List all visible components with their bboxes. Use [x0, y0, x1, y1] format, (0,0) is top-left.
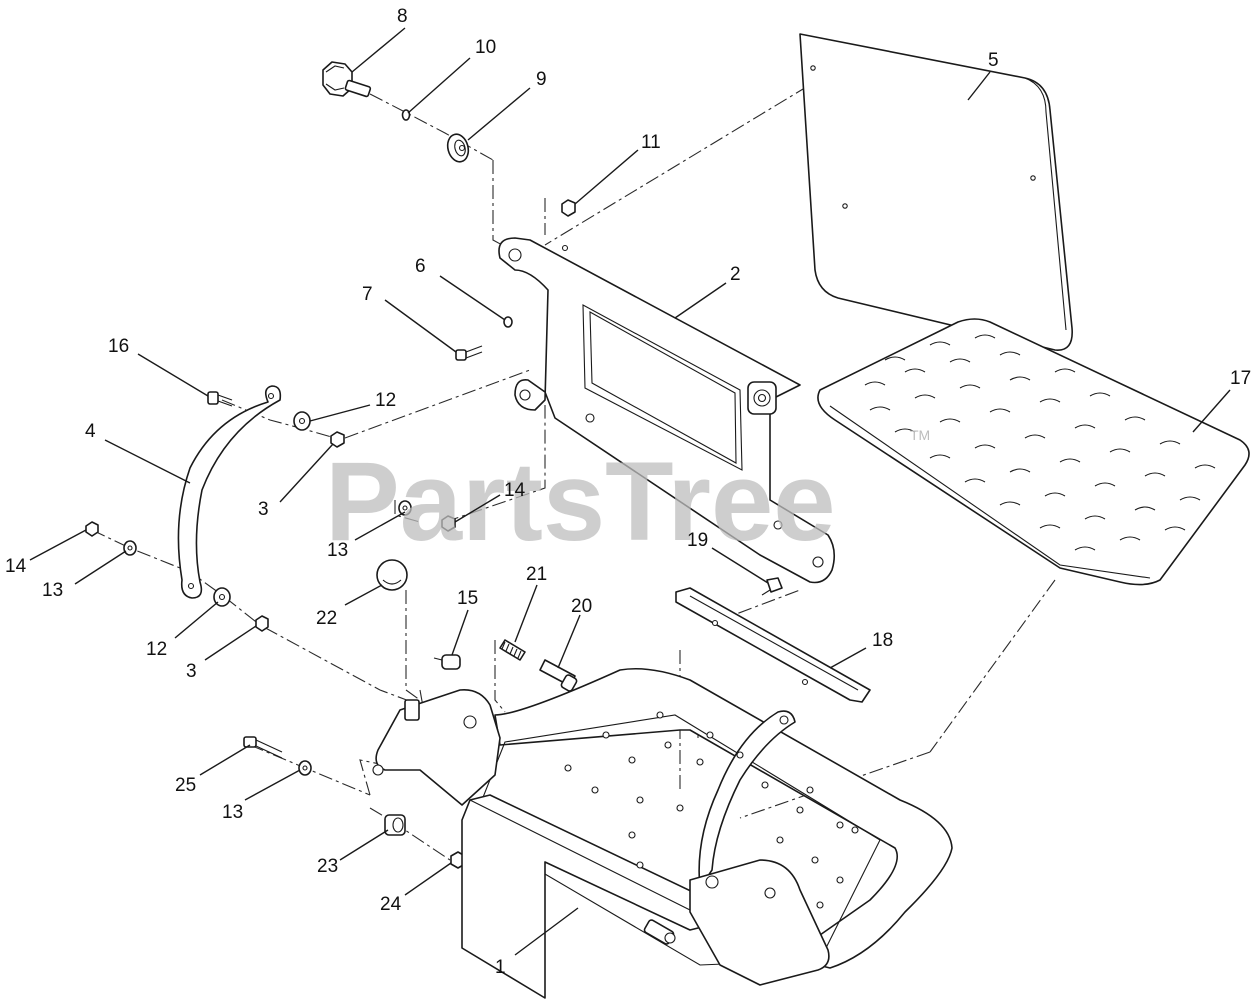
- callout-3-lower: 3: [186, 661, 197, 682]
- callout-13-lower: 13: [222, 802, 243, 823]
- callout-22: 22: [316, 608, 337, 629]
- callout-5: 5: [988, 50, 999, 71]
- callout-2: 2: [730, 264, 741, 285]
- bolt-19: [761, 577, 783, 596]
- hardware-washers-nuts: [85, 411, 456, 776]
- callout-19: 19: [687, 530, 708, 551]
- watermark-trademark: TM: [910, 427, 930, 443]
- leader-lines: [29, 27, 1231, 956]
- callout-25: 25: [175, 775, 196, 796]
- seat-frame: [372, 667, 953, 999]
- callout-4: 4: [85, 421, 96, 442]
- callout-13-middle: 13: [327, 540, 348, 561]
- ball-knob: [376, 559, 408, 591]
- callout-17: 17: [1230, 368, 1251, 389]
- callout-20: 20: [571, 596, 592, 617]
- callout-14-left: 14: [5, 556, 27, 577]
- bolt-25: [243, 736, 283, 759]
- callout-16: 16: [108, 336, 129, 357]
- callout-21: 21: [526, 564, 547, 585]
- callout-3-upper: 3: [258, 499, 269, 520]
- callout-numbers: 8 10 9 11 5 2 6 7 16 12 4 3 13 14 17 14 …: [5, 6, 1251, 978]
- callout-23: 23: [317, 856, 338, 877]
- watermark-text: PartsTree: [325, 439, 836, 564]
- callout-12-lower: 12: [146, 639, 167, 660]
- callout-15: 15: [457, 588, 478, 609]
- knob: [322, 61, 372, 98]
- latch-bracket: [675, 587, 871, 703]
- seat-pan-texture: [864, 334, 1216, 551]
- curved-strap: [177, 385, 282, 599]
- pin-20: [539, 659, 578, 692]
- callout-8: 8: [397, 6, 408, 27]
- seat-back-bracket: [498, 237, 836, 584]
- pin-15: [433, 654, 461, 670]
- bushing-washer: [446, 133, 470, 163]
- callout-11: 11: [641, 132, 661, 153]
- spring-21: [499, 639, 526, 661]
- knob-on-bracket: [747, 381, 777, 415]
- callout-24: 24: [380, 894, 402, 915]
- callout-6: 6: [415, 256, 426, 277]
- seat-back-cushion: [799, 33, 1073, 351]
- bolt-16: [207, 391, 233, 407]
- small-washer: [401, 109, 411, 121]
- callout-7: 7: [362, 284, 373, 305]
- lock-washer-6: [503, 316, 513, 328]
- callout-12-upper: 12: [375, 390, 396, 411]
- callout-10: 10: [475, 37, 496, 58]
- callout-1: 1: [495, 957, 506, 978]
- spacer-23: [384, 814, 406, 836]
- bolt-7: [455, 345, 483, 361]
- callout-14-middle: 14: [504, 480, 526, 501]
- seat-pan: [817, 318, 1250, 586]
- callout-9: 9: [536, 69, 547, 90]
- floor-holes: [564, 711, 859, 909]
- watermark: PartsTree TM: [325, 427, 930, 564]
- callout-18: 18: [872, 630, 893, 651]
- nut-11: [561, 199, 576, 217]
- callout-13-left: 13: [42, 580, 63, 601]
